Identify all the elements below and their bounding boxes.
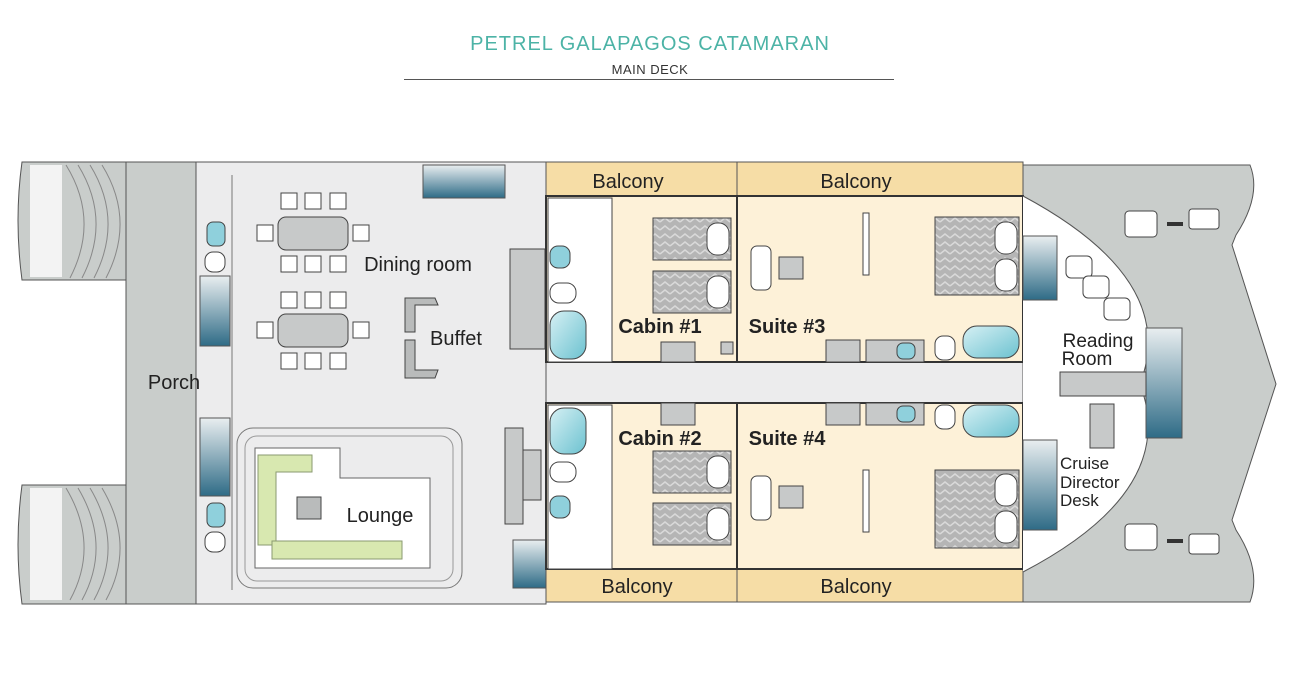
chair-icon	[256, 192, 370, 370]
bar-counter	[509, 248, 546, 350]
bathtub-icon	[549, 407, 587, 455]
suite3-label: Suite #3	[749, 316, 826, 338]
lounge-floor	[254, 447, 431, 569]
title-divider	[404, 79, 894, 80]
wardrobe-icon	[862, 212, 870, 276]
suite4-label: Suite #4	[749, 428, 827, 450]
buffet-counter	[404, 297, 439, 333]
toilet-icon	[204, 251, 226, 273]
balcony-suite4	[736, 568, 1024, 603]
porch-area	[125, 161, 197, 605]
page-title: PETREL GALAPAGOS CATAMARAN	[470, 33, 830, 55]
stairs-icon	[1145, 327, 1183, 439]
porch-label: Porch	[148, 372, 200, 394]
stairs-icon	[199, 275, 231, 347]
dining-room-label: Dining room	[364, 254, 472, 276]
wardrobe-icon	[862, 469, 870, 533]
stairs-icon	[422, 164, 506, 199]
stairs-icon	[199, 417, 231, 497]
desk-icon	[660, 341, 696, 363]
toilet-icon	[549, 461, 577, 483]
lounge-sofa	[257, 454, 313, 546]
cabin2-label: Cabin #2	[618, 428, 701, 450]
toilet-icon	[934, 404, 956, 430]
sink-icon	[206, 221, 226, 247]
balcony-suite3-label: Balcony	[820, 171, 891, 193]
armchair-icon	[750, 245, 772, 291]
lounge-label: Lounge	[347, 505, 414, 527]
sink-icon	[549, 495, 571, 519]
stairs-icon	[512, 539, 547, 589]
toilet-icon	[549, 282, 577, 304]
desk-icon	[660, 402, 696, 426]
cruise-director-label-line1: Cruise	[1060, 454, 1109, 473]
bathtub-icon	[962, 325, 1020, 359]
reading-room-label-line1: Reading	[1063, 331, 1134, 352]
sink-icon	[549, 245, 571, 269]
dining-table-icon	[277, 216, 349, 348]
bow-window	[1124, 210, 1158, 238]
bathtub-icon	[962, 404, 1020, 438]
cruise-director-label-line3: Desk	[1060, 491, 1099, 510]
stairs-icon	[1022, 235, 1058, 301]
toilet-icon	[204, 531, 226, 553]
balcony-suite3	[736, 161, 1024, 197]
stairs-icon	[1022, 439, 1058, 531]
director-desk	[1089, 403, 1115, 449]
bow-window	[1124, 523, 1158, 551]
armchair-icon	[1065, 255, 1131, 321]
balcony-cabin1-label: Balcony	[592, 171, 663, 193]
lounge-sofa	[271, 540, 403, 560]
sink-icon	[896, 405, 916, 423]
cabin1-label: Cabin #1	[618, 316, 701, 338]
bow-window	[1188, 533, 1220, 555]
page-subtitle: MAIN DECK	[611, 62, 689, 77]
coffee-table-icon	[778, 485, 804, 509]
lounge-table	[296, 496, 322, 520]
bathtub-icon	[549, 310, 587, 360]
buffet-label: Buffet	[430, 328, 482, 350]
sink-icon	[206, 502, 226, 528]
balcony-cabin1	[545, 161, 738, 197]
buffet-counter	[404, 339, 439, 379]
balcony-cabin2	[545, 568, 738, 603]
lounge-border	[236, 427, 463, 589]
balcony-suite4-label: Balcony	[820, 576, 891, 598]
sink-icon	[896, 342, 916, 360]
cruise-director-label-line2: Director	[1060, 473, 1120, 492]
reading-room-label-line2: Room	[1062, 349, 1113, 370]
balcony-cabin2-label: Balcony	[601, 576, 672, 598]
armchair-icon	[750, 475, 772, 521]
toilet-icon	[934, 335, 956, 361]
stern-steps	[30, 164, 121, 601]
coffee-table-icon	[778, 256, 804, 280]
bow-window	[1188, 208, 1220, 230]
